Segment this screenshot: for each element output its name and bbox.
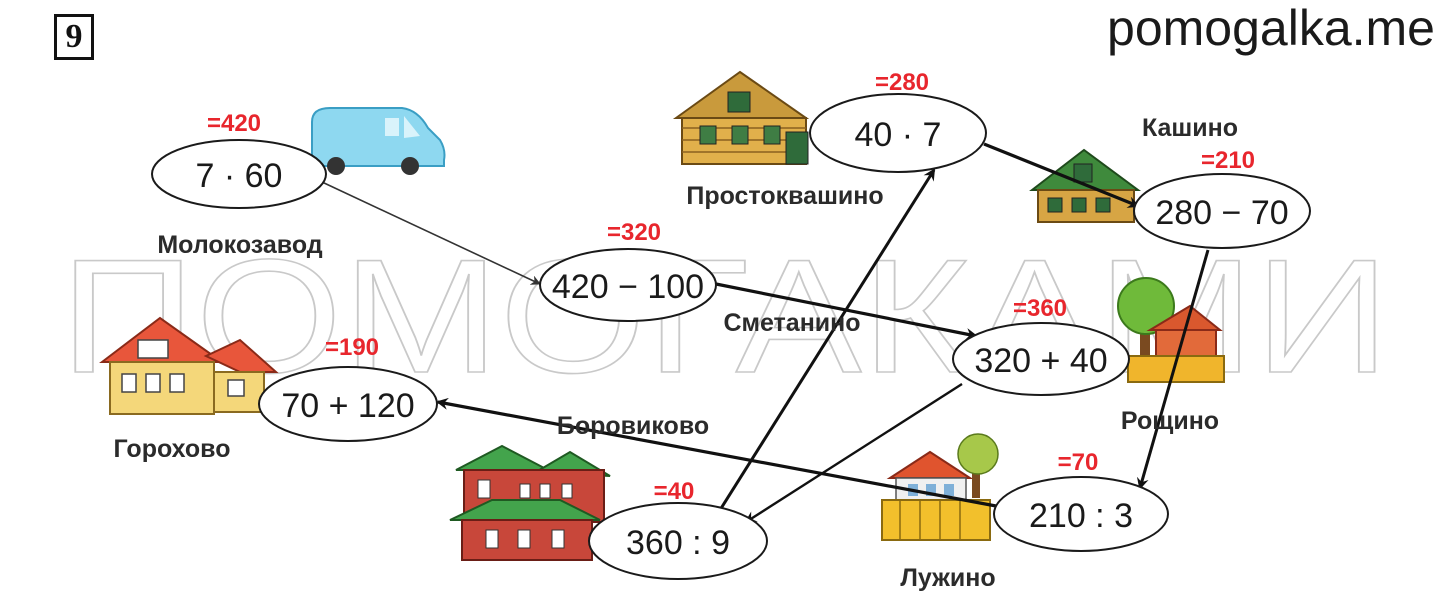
node-molokozavod: 7 · 60 =420 Молокозавод [151, 110, 327, 259]
arrow-kashino-to-luzhino [1136, 249, 1210, 490]
site-watermark: pomogalka.me [1107, 0, 1435, 56]
expression: 40 · 7 [855, 116, 942, 154]
expression: 360 : 9 [626, 524, 730, 562]
van-icon [311, 107, 446, 175]
expression: 70 + 120 [281, 387, 414, 425]
place-name: Простоквашино [686, 182, 883, 210]
expression: 420 − 100 [552, 268, 704, 306]
place-name: Горохово [114, 435, 231, 463]
arrow-luzhino-to-gorokhovo [436, 397, 997, 508]
node-kashino: 280 − 70 =210 Кашино [1133, 114, 1311, 249]
place-name: Кашино [1142, 114, 1238, 142]
result: =70 [1058, 449, 1099, 476]
expression: 210 : 3 [1029, 497, 1133, 535]
result: =320 [607, 219, 661, 246]
node-luzhino: 210 : 3 =70 Лужино [900, 449, 1169, 592]
node-borovikovo: 360 : 9 =40 Боровиково [557, 412, 768, 580]
route-arrows [321, 142, 1210, 524]
tree-house-icon [1117, 277, 1225, 383]
exercise-number-box: 9 [54, 14, 94, 60]
node-prostokvashino: 40 · 7 =280 Простоквашино [686, 69, 987, 210]
red-roof-house-icon [99, 316, 279, 415]
place-name: Молокозавод [157, 231, 322, 259]
place-name: Боровиково [557, 412, 709, 440]
result: =190 [325, 334, 379, 361]
fenced-house-icon [881, 433, 999, 541]
node-gorokhovo: 70 + 120 =190 Горохово [114, 334, 438, 463]
result: =210 [1201, 147, 1255, 174]
log-house-icon [672, 70, 810, 165]
wooden-house-kashino-icon [1029, 148, 1142, 223]
expression: 280 − 70 [1155, 194, 1288, 232]
result: =360 [1013, 295, 1067, 322]
place-name: Рощино [1121, 407, 1219, 435]
tall-brick-house-icon [449, 444, 611, 561]
arrow-prostokvashino-to-kashino [983, 142, 1140, 208]
node-smetanino: 420 − 100 =320 Сметанино [539, 219, 861, 337]
expression: 7 · 60 [196, 157, 283, 195]
arrow-roshchino-to-borovikovo [744, 382, 963, 524]
place-name: Сметанино [723, 309, 860, 337]
result: =40 [654, 478, 695, 505]
arrow-borovikovo-to-prostokvashino [718, 168, 936, 511]
arrow-molokozavod-to-smetanino [321, 181, 541, 285]
expression: 320 + 40 [974, 342, 1107, 380]
place-name: Лужино [900, 564, 995, 592]
result: =420 [207, 110, 261, 137]
node-roshchino: 320 + 40 =360 Рощино [952, 295, 1219, 435]
result: =280 [875, 69, 929, 96]
